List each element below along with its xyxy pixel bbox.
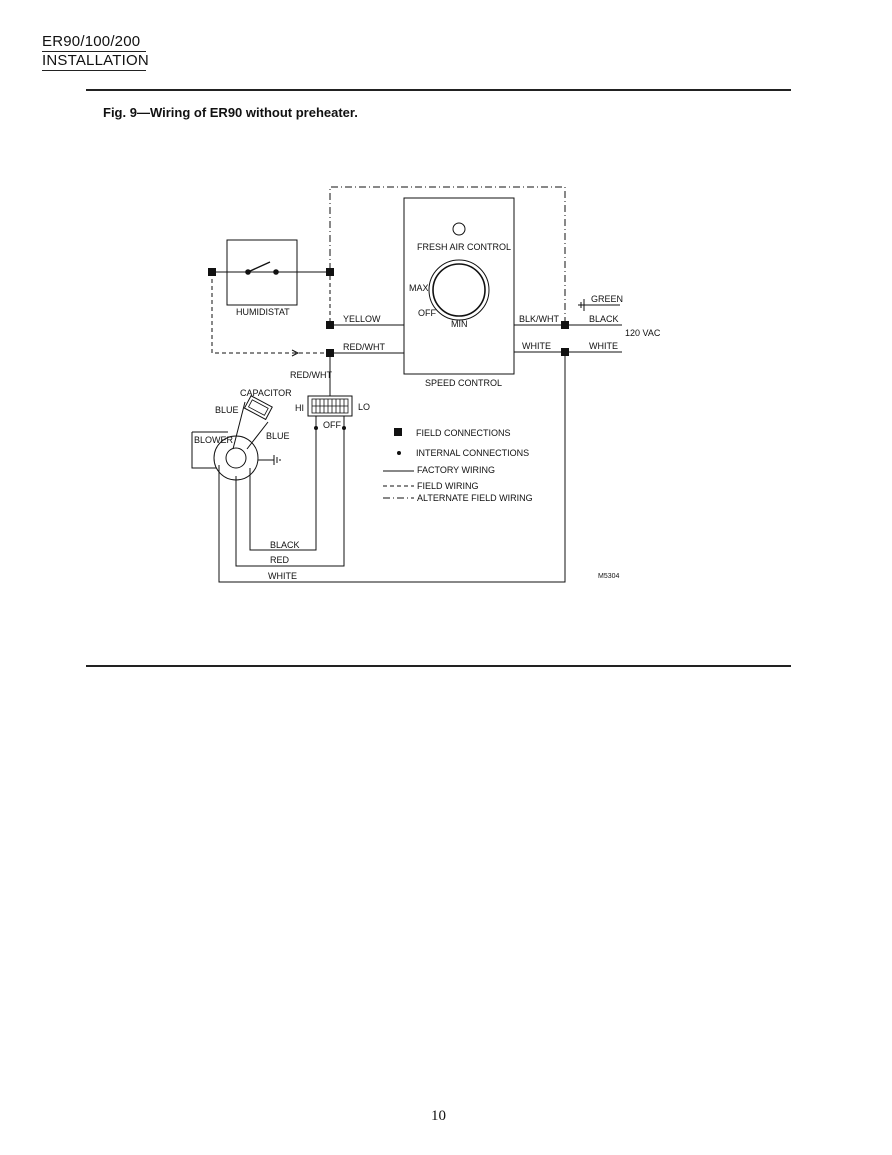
black-motor-wire (249, 428, 317, 551)
field-connection-yellow (326, 321, 334, 329)
red-wht-side-label: RED/WHT (290, 370, 332, 380)
control-knob-outer (428, 259, 490, 321)
green-wire-label: GREEN (591, 294, 623, 304)
white-ctrl-label: WHITE (522, 341, 551, 351)
white-bottom-label: WHITE (268, 571, 297, 581)
header-underline (42, 51, 146, 52)
control-knob-inner (432, 263, 486, 317)
bottom-rule (86, 665, 791, 667)
red-motor-wire (235, 428, 345, 567)
knob-max-label: MAX (409, 283, 429, 293)
legend-internal-connection-icon (397, 451, 401, 455)
ground-icon (578, 299, 620, 311)
humidistat-label: HUMIDISTAT (236, 307, 290, 317)
humidistat-switch-blade (247, 261, 271, 273)
switch-hi-label: HI (295, 403, 304, 413)
capacitor-blue-left-wire (232, 401, 246, 450)
black-supply-label: BLACK (589, 314, 619, 324)
supply-voltage-label: 120 VAC (625, 328, 661, 338)
field-connection-red-wht (326, 349, 334, 357)
top-rule (86, 89, 791, 91)
field-wiring-line (211, 272, 330, 354)
red-bottom-label: RED (270, 555, 290, 565)
capacitor-blue-right-wire (246, 421, 269, 450)
capacitor-blue-left-label: BLUE (215, 405, 239, 415)
blk-wht-wire-label: BLK/WHT (519, 314, 560, 324)
field-connection-humidistat-right (326, 268, 334, 276)
field-connection-humidistat-left (208, 268, 216, 276)
fresh-air-indicator-icon (452, 222, 466, 236)
field-connection-blk-wht (561, 321, 569, 329)
legend-internal-connections: INTERNAL CONNECTIONS (416, 448, 529, 458)
blower-housing (191, 432, 216, 469)
field-connection-white (561, 348, 569, 356)
speed-switch-contacts (311, 398, 349, 414)
capacitor-blue-right-label: BLUE (266, 431, 290, 441)
legend-field-connections: FIELD CONNECTIONS (416, 428, 511, 438)
drawing-number: M5304 (598, 573, 620, 580)
header-underline-2 (42, 70, 146, 71)
fresh-air-control-label: FRESH AIR CONTROL (417, 242, 511, 252)
wiring-diagram: HUMIDISTAT FRESH AIR CONTROL MAX OFF MIN… (191, 186, 661, 583)
motor-ground-icon (258, 455, 281, 465)
page-number: 10 (431, 1108, 446, 1124)
switch-off-label: OFF (323, 420, 341, 430)
blower-label: BLOWER (194, 435, 234, 445)
alternate-field-wiring-line (329, 186, 566, 322)
humidistat-contact-right (273, 269, 279, 275)
knob-min-label: MIN (451, 319, 468, 329)
white-motor-wire (218, 356, 566, 583)
yellow-wire-label: YELLOW (343, 314, 381, 324)
field-wiring-arrow (291, 349, 300, 357)
capacitor-icon (243, 395, 273, 421)
black-bottom-label: BLACK (270, 540, 300, 550)
speed-control-box (403, 197, 515, 375)
document-model: ER90/100/200 (42, 33, 141, 50)
legend-field-wiring: FIELD WIRING (417, 481, 479, 491)
blower-motor-icon (213, 435, 259, 481)
document-section: INSTALLATION (42, 52, 149, 69)
legend-factory-wiring: FACTORY WIRING (417, 465, 495, 475)
white-supply-label: WHITE (589, 341, 618, 351)
speed-switch-box (307, 395, 353, 417)
capacitor-label: CAPACITOR (240, 388, 292, 398)
red-wht-wire-label: RED/WHT (343, 342, 385, 352)
legend-field-connection-icon (394, 428, 402, 436)
speed-control-label: SPEED CONTROL (425, 378, 502, 388)
legend-alternate-field-wiring: ALTERNATE FIELD WIRING (417, 493, 533, 503)
figure-title: Fig. 9—Wiring of ER90 without preheater. (103, 105, 358, 120)
blower-hub-icon (225, 447, 247, 469)
switch-lo-label: LO (358, 402, 370, 412)
knob-off-label: OFF (418, 308, 436, 318)
